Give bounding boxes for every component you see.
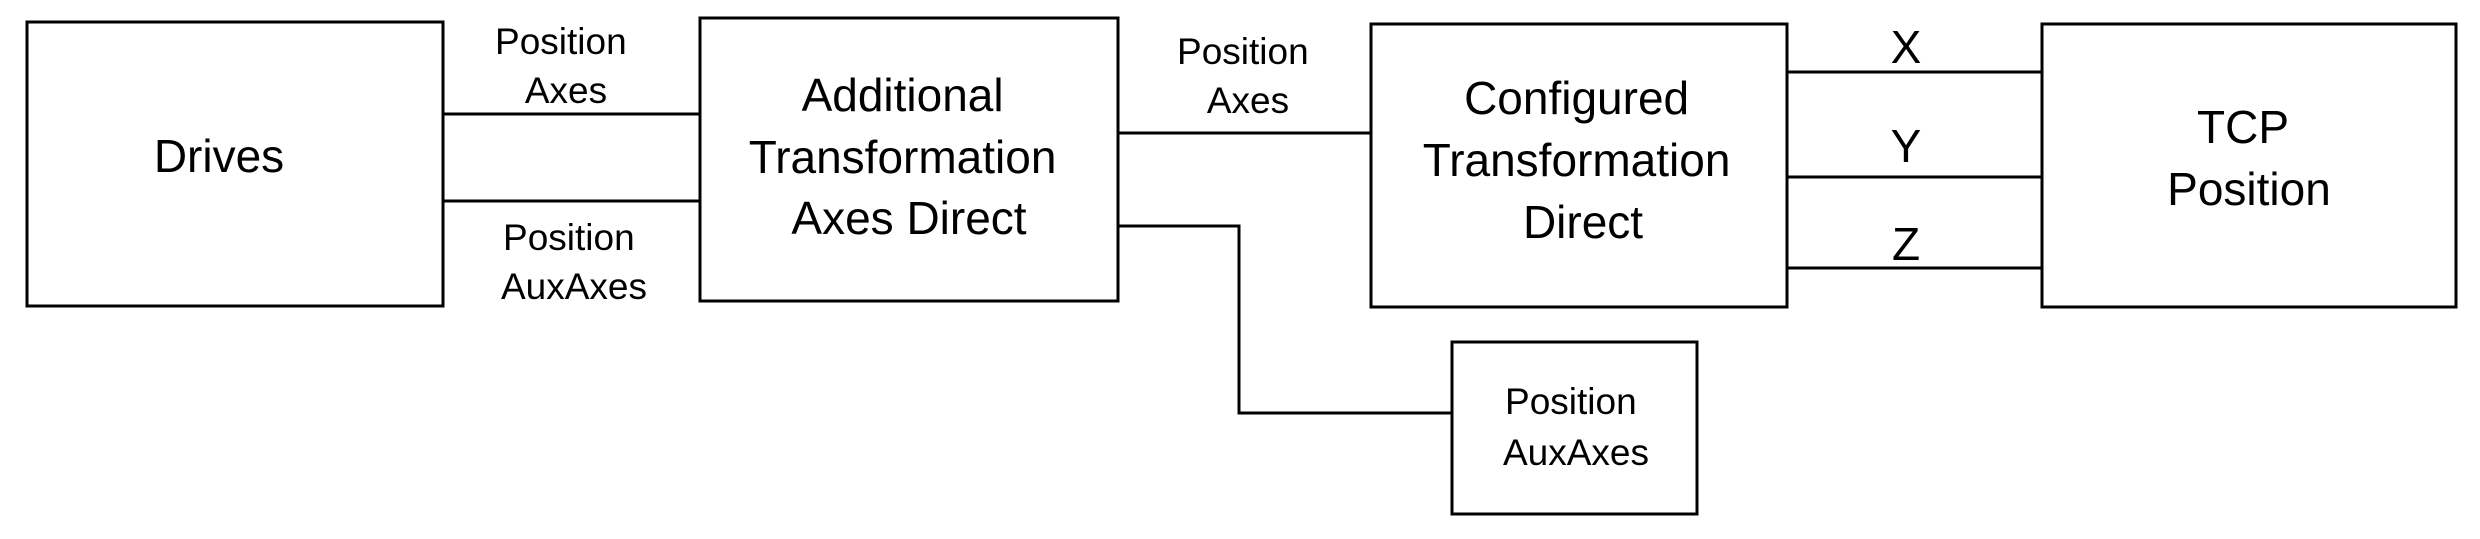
additional-transformation-box: Additional Transformation Axes Direct: [698, 16, 1120, 303]
additional-position-axes-label: Position Axes: [1177, 31, 1319, 121]
x-axis-label: X: [1891, 21, 1922, 73]
drives-label: Drives: [154, 130, 284, 182]
drives-position-axes-label: Position Axes: [495, 21, 637, 111]
configured-label-line2: Transformation: [1423, 134, 1731, 186]
svg-text:Position AuxAxes: Position AuxAxes: [1503, 381, 1649, 473]
drives-box: Drives: [25, 20, 445, 308]
tcp-label-line2: Position: [2167, 163, 2331, 215]
svg-text:Configured Transformatio: Configured Transformation Direct: [1423, 72, 1743, 248]
connector-additional-aux-output: [1118, 224, 1452, 415]
additional-label-line2: Transformation: [749, 131, 1057, 183]
tcp-label-line1: TCP: [2197, 101, 2288, 153]
additional-label-line3: Axes Direct: [791, 192, 1026, 244]
additional-label-line1: Additional: [802, 69, 1004, 121]
svg-text:Additional Transformatio: Additional Transformation Axes Direct: [749, 69, 1069, 244]
configured-label-line1: Configured: [1464, 72, 1689, 124]
aux-output-label-line2: AuxAxes: [1503, 432, 1649, 473]
y-axis-label: Y: [1891, 120, 1922, 172]
svg-text:Drives: Drives: [154, 130, 284, 182]
z-axis-label: Z: [1892, 218, 1920, 270]
configured-label-line3: Direct: [1523, 196, 1643, 248]
tcp-position-box: TCP Position: [2040, 22, 2458, 309]
position-auxaxes-output-box: Position AuxAxes: [1450, 340, 1699, 516]
drives-position-auxaxes-label: Position AuxAxes: [501, 217, 647, 307]
svg-text:TCP Position: TCP Position: [2167, 101, 2331, 215]
configured-transformation-box: Configured Transformation Direct: [1369, 22, 1789, 309]
aux-output-label-line1: Position: [1505, 381, 1637, 422]
